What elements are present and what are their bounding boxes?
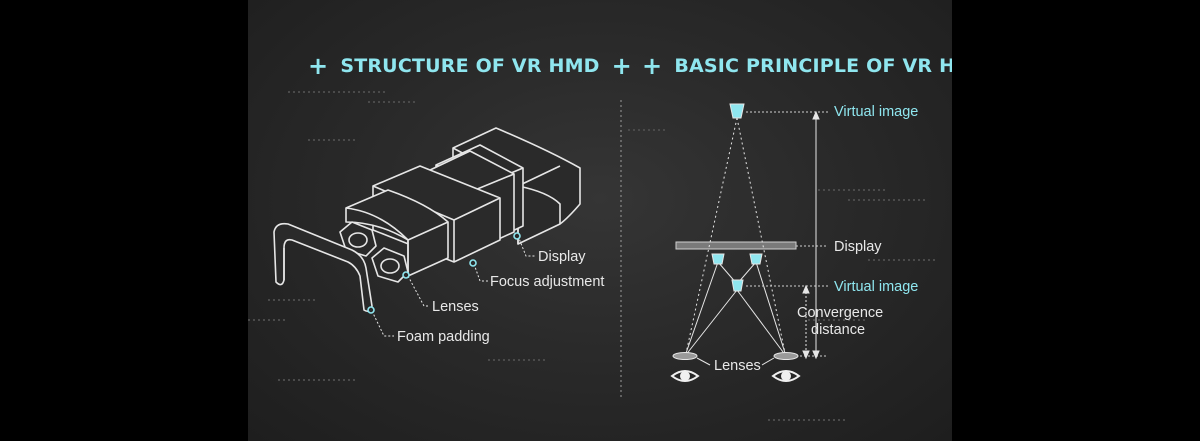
label-virtual-image-mid: Virtual image	[834, 279, 919, 295]
right-panel-title: + BASIC PRINCIPLE OF VR HMD +	[642, 52, 952, 80]
label-display-right: Display	[834, 239, 882, 255]
left-leader-lines	[371, 235, 536, 337]
label-lenses-right: Lenses	[714, 358, 761, 374]
label-lenses-left: Lenses	[432, 299, 479, 315]
plus-icon: +	[308, 52, 329, 80]
eye-icon	[670, 370, 700, 382]
lens-icon	[672, 352, 799, 360]
label-foam-padding: Foam padding	[397, 329, 490, 345]
left-leader-dots	[367, 232, 521, 314]
light-rays	[684, 117, 787, 359]
label-convergence-line1: Convergence	[797, 305, 884, 321]
cup-icon	[729, 103, 745, 119]
label-virtual-image-top: Virtual image	[834, 104, 919, 120]
hmd-exploded-view	[273, 127, 581, 313]
label-focus-adjustment: Focus adjustment	[490, 274, 605, 290]
focus-marker	[469, 259, 477, 267]
label-display-left: Display	[538, 249, 586, 265]
display-marker	[513, 232, 521, 240]
right-leader-lines	[746, 111, 828, 357]
left-panel-title: + STRUCTURE OF VR HMD +	[308, 52, 632, 80]
foam-padding	[273, 222, 373, 313]
lenses-marker	[402, 271, 410, 279]
background-dashes	[248, 91, 938, 421]
left-title-text: STRUCTURE OF VR HMD	[340, 55, 600, 77]
display-panel	[675, 241, 797, 250]
label-convergence-line2: distance	[811, 322, 866, 338]
plus-icon: +	[611, 52, 632, 80]
cup-icon	[711, 253, 725, 265]
lens-frame-block	[345, 189, 449, 277]
cup-icon	[749, 253, 763, 265]
diagram-graphics	[248, 91, 938, 421]
cup-icon	[731, 279, 744, 292]
diagram-canvas: + STRUCTURE OF VR HMD + + BASIC PRINCIPL…	[248, 0, 952, 441]
plus-icon: +	[642, 52, 663, 80]
lenses-leader	[696, 357, 775, 366]
eye-icon	[771, 370, 801, 382]
right-title-text: BASIC PRINCIPLE OF VR HMD	[674, 55, 952, 77]
foam-marker	[367, 306, 375, 314]
distance-arrows	[802, 110, 820, 360]
